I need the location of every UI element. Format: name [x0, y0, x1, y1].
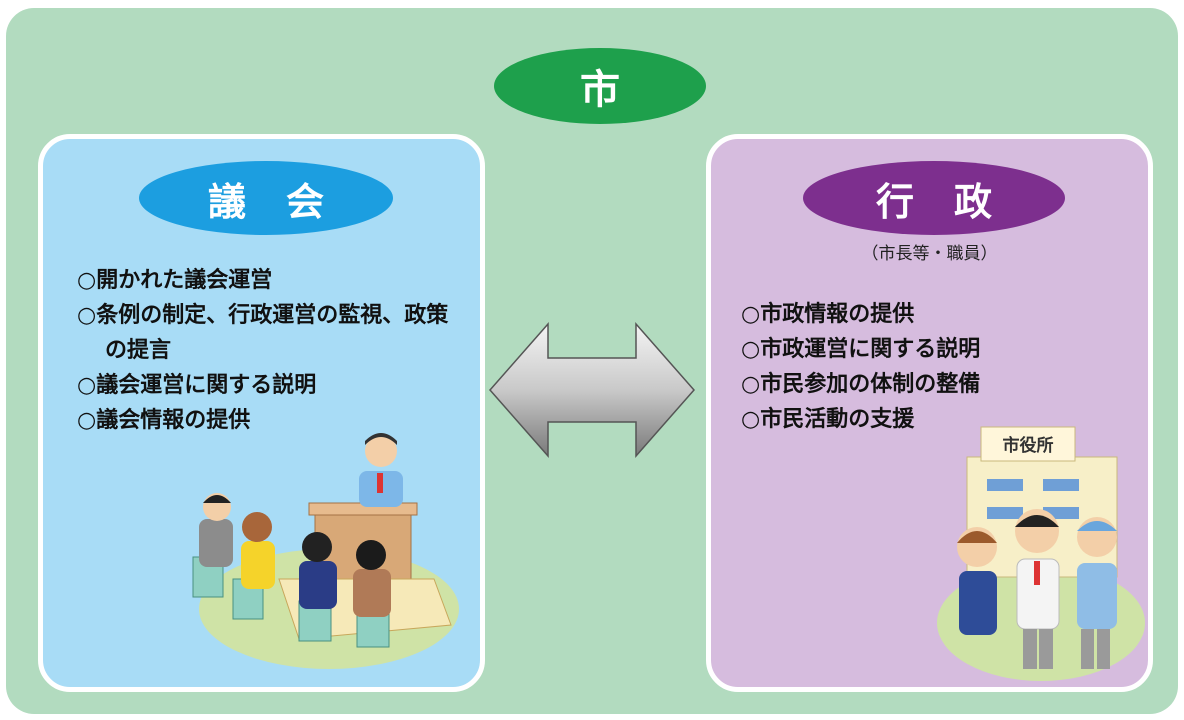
administration-role-list: ○市政情報の提供 ○市政運営に関する説明 ○市民参加の体制の整備 ○市民活動の支… [741, 297, 1141, 437]
assembly-title-char-2: 会 [286, 179, 325, 224]
assembly-role-item: ○議会情報の提供 [77, 408, 251, 433]
administration-panel: 行 政 （市長等・職員） ○市政情報の提供 ○市政運営に関する説明 ○市民参加の… [706, 134, 1153, 692]
assembly-role-item: ○議会運営に関する説明 [77, 373, 317, 398]
assembly-meeting-illustration [192, 433, 459, 669]
assembly-title-char-1: 議 [207, 179, 246, 224]
assembly-role-item: ○条例の制定、行政運営の監視、政策の提言 [77, 303, 449, 363]
administration-title: 行 政 [803, 161, 1065, 235]
assembly-title: 議 会 [139, 161, 393, 235]
administration-subtitle: （市長等・職員） [861, 244, 998, 264]
city-label: 市 [494, 48, 706, 124]
city-hall-sign: 市役所 [1003, 435, 1054, 456]
assembly-role-list: ○開かれた議会運営 ○条例の制定、行政運営の監視、政策の提言 ○議会運営に関する… [77, 263, 457, 438]
city-hall-staff-illustration: 市役所 [937, 426, 1145, 681]
administration-title-char-2: 政 [954, 179, 993, 224]
assembly-panel: 議 会 ○開かれた議会運営 ○条例の制定、行政運営の監視、政策の提言 ○議会運営… [38, 134, 485, 692]
administration-role-item: ○市政情報の提供 [741, 302, 915, 327]
double-arrow-icon [489, 322, 695, 458]
administration-role-item: ○市民参加の体制の整備 [741, 372, 981, 397]
assembly-role-item: ○開かれた議会運営 [77, 268, 273, 293]
administration-role-item: ○市政運営に関する説明 [741, 337, 981, 362]
administration-role-item: ○市民活動の支援 [741, 407, 915, 432]
administration-title-char-1: 行 [875, 179, 914, 224]
